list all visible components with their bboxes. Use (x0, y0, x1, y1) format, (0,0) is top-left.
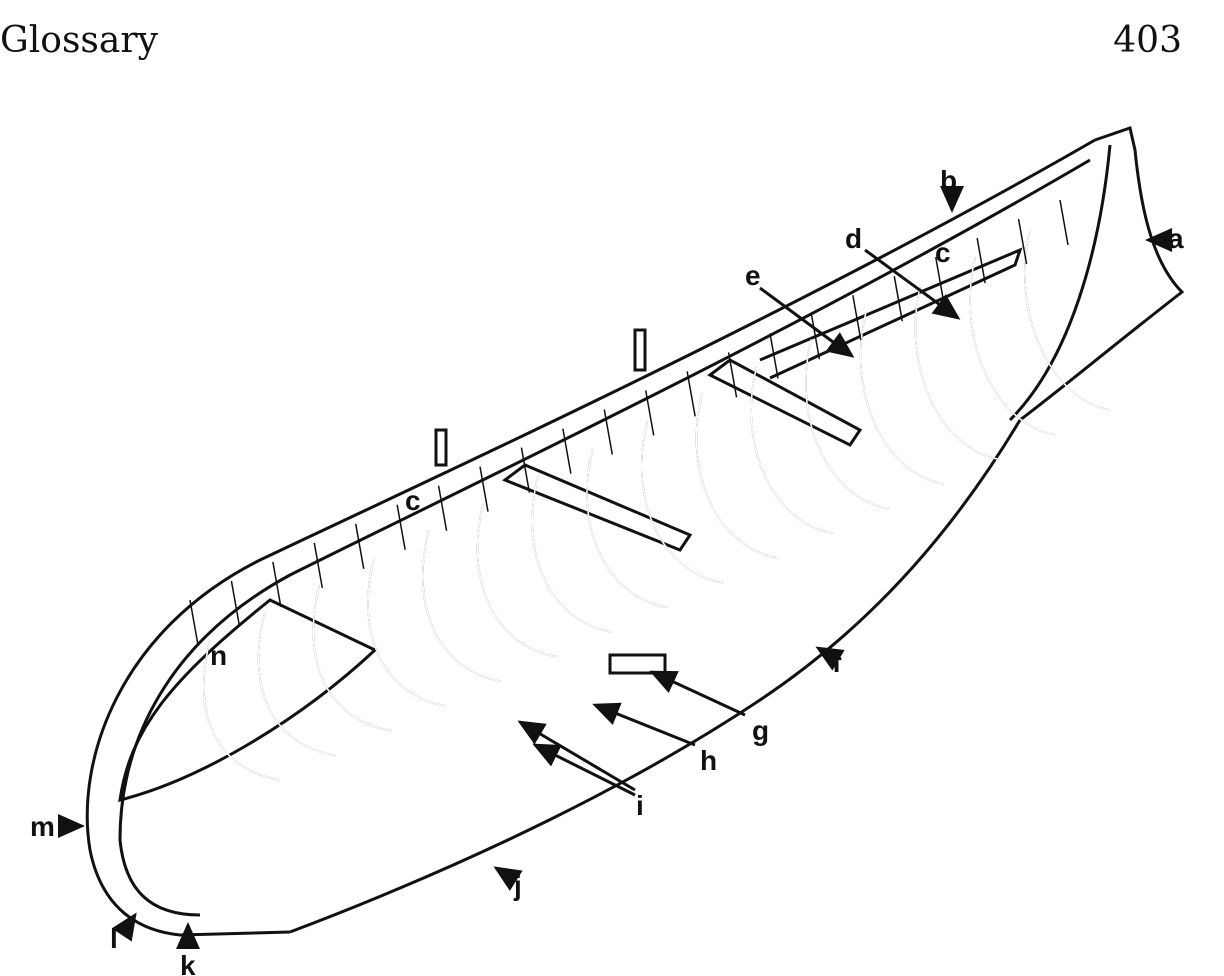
hull-outline (85, 126, 1185, 937)
rib (531, 475, 613, 633)
label-n: n (210, 640, 227, 671)
rib (969, 257, 1055, 436)
label-j: j (513, 870, 522, 901)
plank-strake (727, 352, 738, 398)
plank-strake (852, 295, 862, 341)
planking (189, 199, 1069, 646)
plank-strake (976, 237, 986, 284)
page-number: 403 (1113, 20, 1182, 61)
label-f: f (832, 647, 842, 678)
rib (203, 639, 281, 781)
label-d: d (845, 223, 862, 254)
label-i: i (636, 790, 644, 821)
plank-strake (354, 523, 365, 569)
rib (750, 366, 834, 535)
rib (312, 585, 391, 732)
rib (257, 612, 336, 757)
label-arrows (58, 186, 1172, 949)
plank-strake (603, 409, 614, 455)
rib (750, 366, 834, 535)
plank-strake (272, 561, 282, 608)
rib (969, 257, 1055, 436)
plank-strake (769, 333, 779, 379)
label-g: g (752, 715, 769, 746)
rib (367, 557, 447, 707)
plank-strake (562, 428, 572, 474)
plank-strake (230, 580, 241, 627)
rib (695, 393, 779, 559)
rib (859, 311, 945, 485)
rib (257, 612, 336, 757)
plank-strake (396, 504, 406, 550)
rib (695, 393, 779, 559)
label-k: k (180, 950, 196, 976)
plank-strake (1059, 199, 1069, 246)
rib (422, 530, 502, 683)
rib (805, 339, 889, 510)
label-h: h (700, 745, 717, 776)
plank-strake (189, 599, 199, 646)
label-a: a (1168, 223, 1184, 254)
plank-strake (479, 466, 489, 512)
plank-strake (437, 485, 448, 531)
plank-strake (644, 390, 655, 436)
plank-strake (313, 542, 324, 588)
plank-strake (686, 371, 696, 417)
plank-strake (1017, 218, 1028, 265)
label-c-lower: c (405, 485, 421, 516)
rib (914, 284, 1000, 461)
label-l: l (110, 923, 118, 954)
rib (586, 448, 668, 609)
plank-strake (520, 447, 531, 493)
rib (640, 421, 723, 584)
label-m: m (30, 811, 55, 842)
label-e: e (745, 260, 761, 291)
rib (859, 311, 945, 485)
rib (914, 284, 1000, 461)
ribs (203, 229, 1111, 781)
plank-strake (810, 314, 821, 360)
label-c-upper: c (935, 237, 951, 268)
rib (476, 503, 557, 658)
running-header-title: Glossary (0, 20, 158, 61)
label-b: b (940, 165, 957, 196)
plank-strake (893, 276, 904, 322)
